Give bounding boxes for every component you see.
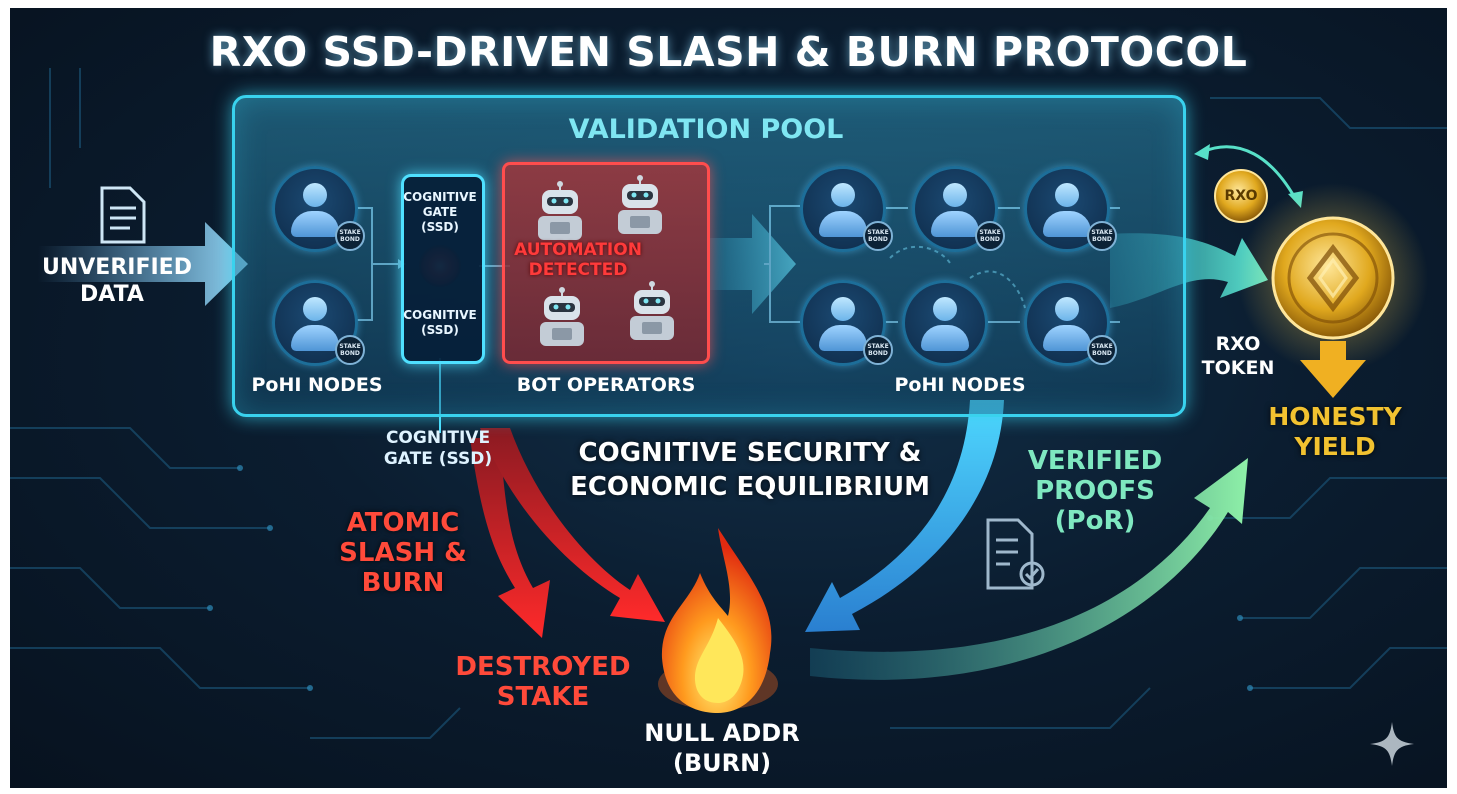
robot-icon <box>618 175 662 234</box>
pohi-node: STAKE BOND <box>272 166 365 252</box>
diagram-canvas: RXO SSD-DRIVEN SLASH & BURN PROTOCOL VAL… <box>10 8 1447 788</box>
nodes-to-burn-arrow <box>805 400 1004 632</box>
document-icon <box>100 186 146 244</box>
bot-operators-box <box>502 162 710 364</box>
honesty-yield-label: HONESTY YIELD <box>1268 402 1402 461</box>
rxo-small-coin <box>1214 169 1268 223</box>
yield-arrow <box>1300 341 1366 398</box>
burn-to-yield-arrow <box>810 458 1248 680</box>
pohi-node: STAKE BOND <box>800 166 893 252</box>
rxo-token-label: RXO TOKEN <box>1201 333 1275 379</box>
stake-bond-badge: STAKE BOND <box>335 335 365 365</box>
pohi-node: STAKE BOND <box>272 280 365 366</box>
unverified-data-label: UNVERIFIED DATA <box>42 255 192 307</box>
stake-bond-badge: STAKE BOND <box>1087 335 1117 365</box>
left-nodes-label: PoHI NODES <box>251 374 383 396</box>
validation-pool-title: VALIDATION POOL <box>568 114 844 145</box>
diagram-title: RXO SSD-DRIVEN SLASH & BURN PROTOCOL <box>209 28 1248 76</box>
bot-operators-label: BOT OPERATORS <box>516 374 696 396</box>
verified-document-icon <box>986 518 1045 590</box>
gate-bottom-label: COGNITIVE (SSD) <box>403 308 477 337</box>
sparkle-icon <box>1370 722 1414 766</box>
pohi-node <box>902 280 988 366</box>
circuit-traces <box>10 68 1447 739</box>
pohi-node: STAKE BOND <box>912 166 1005 252</box>
input-arrow <box>38 222 248 306</box>
null-addr-label: NULL ADDR (BURN) <box>644 719 800 777</box>
right-nodes-label: PoHI NODES <box>894 374 1026 396</box>
stake-bond-badge: STAKE BOND <box>863 335 893 365</box>
stake-bond-badge: STAKE BOND <box>1087 221 1117 251</box>
gate-top-label: COGNITIVE GATE (SSD) <box>403 190 477 234</box>
center-label: COGNITIVE SECURITY & ECONOMIC EQUILIBRIU… <box>570 438 930 502</box>
slash-label: ATOMIC SLASH & BURN <box>339 508 467 598</box>
stake-bond-badge: STAKE BOND <box>975 221 1005 251</box>
stake-bond-badge: STAKE BOND <box>863 221 893 251</box>
pohi-node: STAKE BOND <box>1024 280 1117 366</box>
slash-arrow-left <box>470 438 550 638</box>
automation-detected-alert: AUTOMATION DETECTED <box>514 240 642 280</box>
rxo-token-coin <box>1271 216 1395 340</box>
robot-icon <box>540 287 584 346</box>
robot-icon <box>630 281 674 340</box>
robot-icon <box>538 181 582 240</box>
stake-bond-badge: STAKE BOND <box>335 221 365 251</box>
pohi-node: STAKE BOND <box>1024 166 1117 252</box>
small-coin-label: RXO <box>1224 188 1258 204</box>
cognitive-gate <box>401 174 485 364</box>
pohi-node: STAKE BOND <box>800 280 893 366</box>
slash-arrow-right <box>480 428 665 622</box>
destroyed-stake-label: DESTROYED STAKE <box>455 652 631 712</box>
fire-icon <box>658 528 778 713</box>
gate-callout-label: COGNITIVE GATE (SSD) <box>383 428 493 469</box>
verified-proofs-label: VERIFIED PROOFS (PoR) <box>1027 446 1163 536</box>
